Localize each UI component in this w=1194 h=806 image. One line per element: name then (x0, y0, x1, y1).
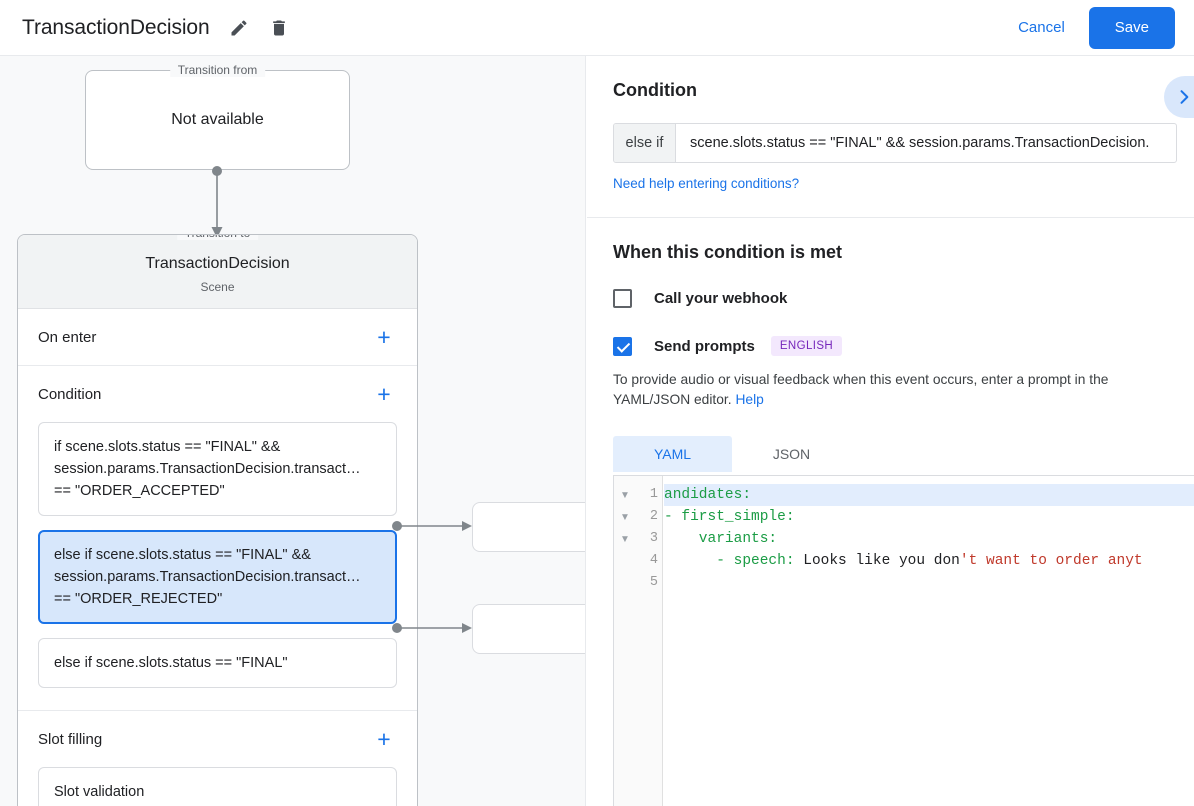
send-prompts-label: Send prompts (654, 337, 755, 355)
when-condition-met-heading: When this condition is met (613, 242, 842, 262)
connector-rejected (392, 623, 472, 633)
section-on-enter: On enter + (18, 309, 417, 366)
condition-item-final[interactable]: else if scene.slots.status == "FINAL" (38, 638, 397, 688)
section-slot-filling-head: Slot filling + (38, 711, 397, 767)
scene-graph-panel: Transition from Not available Transition… (0, 56, 586, 806)
expand-panel-button[interactable] (1164, 76, 1194, 118)
section-condition-head: Condition + (38, 366, 397, 422)
transition-from-legend: Transition from (169, 63, 266, 77)
fold-toggle-line-3[interactable]: ▼ (620, 533, 630, 545)
section-on-enter-title: On enter (38, 328, 97, 346)
condition-line: session.params.TransactionDecision.trans… (54, 569, 361, 585)
code-line-5[interactable] (664, 572, 1194, 594)
trash-icon (272, 20, 285, 35)
editor-format-tabs: YAML JSON (613, 436, 1194, 472)
section-slot-filling-title: Slot filling (38, 730, 103, 748)
pencil-icon (231, 19, 247, 35)
add-slot-filling-button[interactable]: + (377, 725, 391, 752)
condition-edit-section: Condition else if Need help entering con… (587, 56, 1194, 218)
section-condition: Condition + if scene.slots.status == "FI… (18, 366, 417, 711)
tab-yaml[interactable]: YAML (613, 436, 732, 472)
call-webhook-label: Call your webhook (654, 290, 788, 307)
section-on-enter-head: On enter + (38, 309, 397, 365)
code-line-4[interactable]: - speech: Looks like you don't want to o… (664, 550, 1194, 572)
code-line-3[interactable]: variants: (664, 528, 1194, 550)
scene-header[interactable]: TransactionDecision Scene (18, 235, 417, 309)
add-on-enter-button[interactable]: + (377, 323, 391, 350)
page-title: TransactionDecision (22, 15, 210, 39)
slot-validation-item[interactable]: Slot validation (38, 767, 397, 806)
condition-item-accepted[interactable]: if scene.slots.status == "FINAL" && sess… (38, 422, 397, 516)
call-webhook-checkbox[interactable] (613, 289, 632, 308)
condition-line: == "ORDER_ACCEPTED" (54, 483, 225, 499)
condition-line: else if scene.slots.status == "FINAL" && (54, 547, 311, 563)
condition-item-rejected[interactable]: else if scene.slots.status == "FINAL" &&… (38, 530, 397, 624)
fold-toggle-line-1[interactable]: ▼ (620, 489, 630, 501)
transition-to-card: Transition to TransactionDecision Scene … (17, 234, 418, 806)
yaml-code-editor[interactable]: ▼ ▼ ▼ 1 2 3 4 5 andidates: - first_simpl… (613, 475, 1194, 806)
condition-prefix-label: else if (614, 124, 676, 162)
fold-toggle-line-2[interactable]: ▼ (620, 511, 630, 523)
condition-line: else if scene.slots.status == "FINAL" (54, 655, 288, 671)
prompt-hint-text: To provide audio or visual feedback when… (613, 370, 1168, 410)
target-node-rejected[interactable] (472, 604, 585, 654)
condition-line: if scene.slots.status == "FINAL" && (54, 439, 281, 455)
connector-accepted (392, 521, 472, 531)
cancel-button[interactable]: Cancel (1004, 11, 1079, 44)
line-number: 1 (649, 487, 658, 502)
condition-panel-heading: Condition (613, 80, 697, 100)
slot-filling-list: Slot validation (38, 767, 397, 806)
section-slot-filling: Slot filling + Slot validation (18, 711, 417, 806)
code-line-4-text: - speech: Looks like you don't want to o… (664, 553, 1143, 569)
save-button[interactable]: Save (1088, 6, 1175, 49)
send-prompts-checkbox[interactable] (613, 336, 632, 356)
line-number: 5 (649, 575, 658, 590)
condition-line: == "ORDER_REJECTED" (54, 591, 223, 607)
transition-from-card: Transition from Not available (85, 63, 350, 170)
code-line-1-text: andidates: (664, 487, 752, 503)
add-condition-button[interactable]: + (377, 380, 391, 407)
code-line-1[interactable]: andidates: (664, 484, 1194, 506)
chevron-right-icon (1180, 90, 1189, 104)
condition-line: session.params.TransactionDecision.trans… (54, 461, 361, 477)
prompt-help-link[interactable]: Help (735, 392, 764, 407)
editor-gutter: ▼ ▼ ▼ 1 2 3 4 5 (614, 476, 663, 806)
send-prompts-row[interactable]: Send prompts ENGLISH (613, 336, 1194, 356)
trash-icon-button[interactable] (262, 11, 296, 45)
language-badge: ENGLISH (770, 336, 843, 356)
scene-type: Scene (200, 280, 235, 294)
scene-name: TransactionDecision (145, 255, 290, 272)
line-number: 2 (649, 509, 658, 524)
code-line-3-text: variants: (664, 531, 778, 547)
top-app-bar: TransactionDecision Cancel Save (0, 0, 1194, 56)
section-condition-title: Condition (38, 385, 102, 403)
line-number: 4 (649, 553, 658, 568)
prompt-hint-body: To provide audio or visual feedback when… (613, 372, 1109, 407)
line-number: 3 (649, 531, 658, 546)
pencil-icon-button[interactable] (222, 11, 256, 45)
webhook-row[interactable]: Call your webhook (613, 289, 1194, 308)
when-condition-met-section: When this condition is met Call your web… (587, 218, 1194, 472)
code-line-2-text: - first_simple: (664, 509, 795, 525)
condition-input-row: else if (613, 123, 1177, 163)
tab-json[interactable]: JSON (772, 446, 811, 462)
condition-list: if scene.slots.status == "FINAL" && sess… (38, 422, 397, 710)
condition-help-link[interactable]: Need help entering conditions? (613, 176, 800, 191)
transition-arrow-down (211, 166, 223, 238)
transition-to-legend: Transition to (176, 235, 259, 240)
target-node-accepted[interactable] (472, 502, 585, 552)
transition-from-value: Not available (171, 111, 264, 128)
editor-code-area[interactable]: andidates: - first_simple: variants: - s… (664, 476, 1194, 806)
code-line-2[interactable]: - first_simple: (664, 506, 1194, 528)
condition-expression-input[interactable] (676, 124, 1176, 162)
slot-validation-label: Slot validation (54, 784, 145, 800)
